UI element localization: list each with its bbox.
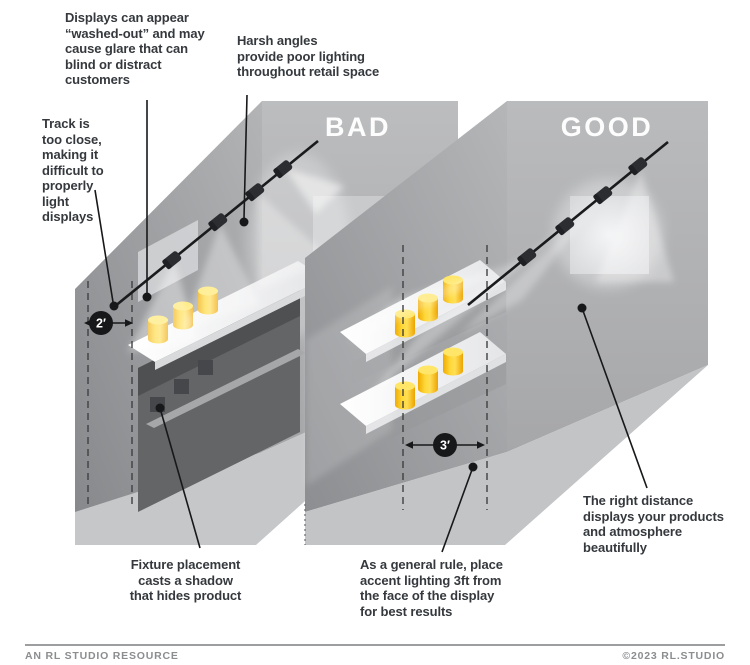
shelf-shadow: [352, 362, 506, 456]
callout-dot-washed-out: [142, 292, 152, 302]
shadowed-product: [174, 379, 189, 394]
shadow-block: [138, 288, 300, 512]
annotation-washed-out: Displays can appear “washed-out” and may…: [65, 10, 205, 87]
callout-dot-track-close: [109, 301, 119, 311]
track-head-icon: [555, 217, 575, 236]
track-head-icon: [593, 186, 613, 205]
track-head-icon: [273, 160, 293, 179]
annotation-right-distance: The right distance displays your product…: [583, 493, 724, 555]
light-beam: [596, 170, 674, 282]
measure-label-bad: 2′: [96, 317, 106, 331]
shadowed-shelf: [146, 349, 306, 428]
display-shelf-front: [366, 354, 506, 434]
measure-badge: [433, 433, 457, 457]
annotation-track-too-close: Track is too close, making it difficult …: [42, 116, 104, 224]
callout-dot-fixture: [155, 403, 165, 413]
callout-line-fixture: [159, 407, 201, 549]
callout-line-general-rule: [441, 466, 474, 553]
product-cylinder: [395, 381, 415, 410]
product-cylinder: [443, 347, 463, 376]
scene-label-bad: BAD: [325, 112, 391, 142]
product-cylinder: [418, 365, 438, 394]
footer-rule: [25, 644, 725, 646]
callout-line-harsh-angles: [243, 94, 248, 219]
light-beam: [366, 226, 567, 400]
good-floor: [305, 365, 708, 545]
annotation-general-rule: As a general rule, place accent lighting…: [360, 557, 503, 619]
measure-label-good: 3′: [440, 439, 450, 453]
light-beam: [182, 224, 260, 330]
light-beam: [285, 168, 344, 214]
measure-arrow-tip: [125, 319, 133, 327]
track-head-icon: [517, 248, 537, 267]
footer-credit-left: AN RL STUDIO RESOURCE: [25, 650, 179, 662]
measure-badge: [89, 311, 113, 335]
light-beam: [348, 259, 529, 344]
callout-dot-right-distance: [577, 303, 587, 313]
callout-line-track-close: [94, 189, 114, 303]
scene-label-good: GOOD: [561, 112, 654, 142]
callout-line-right-distance: [581, 307, 648, 489]
track-head-icon: [208, 213, 228, 232]
annotation-fixture-shadow: Fixture placement casts a shadow that hi…: [129, 557, 242, 603]
light-beam: [128, 260, 198, 352]
callout-dot-general-rule: [468, 462, 478, 472]
track-head-icon: [245, 183, 265, 202]
track-head-icon: [628, 157, 648, 176]
light-beam: [306, 286, 392, 486]
track-head-icon: [162, 251, 182, 270]
shadowed-product: [198, 360, 213, 375]
annotation-harsh-angles: Harsh angles provide poor lighting throu…: [237, 33, 380, 79]
measure-arrow-tip: [405, 441, 413, 449]
good-scene: 3′ GOOD: [304, 101, 708, 553]
measure-arrow-tip: [477, 441, 485, 449]
footer-copyright: ©2023 RL.STUDIO: [622, 650, 725, 662]
callout-dot-harsh-angles: [239, 217, 249, 227]
display-shelf-front: [155, 278, 325, 370]
